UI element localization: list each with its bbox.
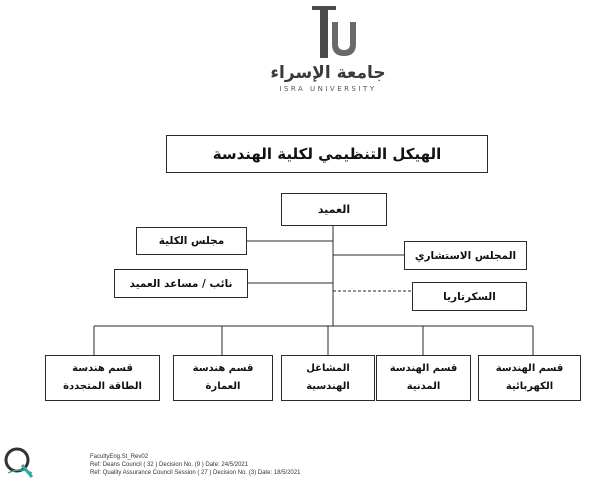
university-name-english: ISRA UNIVERSITY xyxy=(279,85,377,93)
dept-line-1: قسم هندسة xyxy=(192,363,254,374)
dept-line-2: العمارة xyxy=(205,381,241,392)
faculty-council-box: مجلس الكلية xyxy=(136,227,247,255)
university-name-arabic: جامعة الإسراء xyxy=(270,63,386,83)
dean-box: العميد xyxy=(281,193,387,226)
dept-civil-box: قسم الهندسة المدنية xyxy=(376,355,471,401)
dept-line-1: قسم هندسة xyxy=(72,363,133,374)
dept-line-1: المشاغل xyxy=(306,363,350,374)
dept-line-1: قسم الهندسة xyxy=(389,363,458,374)
dept-line-2: الكهربائية xyxy=(505,381,554,392)
dept-line-1: قسم الهندسة xyxy=(495,363,564,374)
university-logo-mark xyxy=(312,6,356,58)
dept-line-2: الطاقة المتجددة xyxy=(63,381,142,392)
footer-ref-code: FacultyEng.St_Rev02 xyxy=(90,454,149,460)
dept-line-2: الهندسية xyxy=(306,381,350,392)
dept-line-2: المدنية xyxy=(406,381,441,392)
dept-architecture-box: قسم هندسة العمارة xyxy=(173,355,273,401)
engineering-workshops-box: المشاغل الهندسية xyxy=(281,355,375,401)
chart-title: الهيكل التنظيمي لكلية الهندسة xyxy=(166,135,488,173)
quality-assurance-logo xyxy=(4,447,34,478)
footer-quality-council-ref: Ref: Quality Assurance Council Session (… xyxy=(90,470,301,476)
secretary-box: السكرتاريا xyxy=(412,282,527,311)
dept-electrical-box: قسم الهندسة الكهربائية xyxy=(478,355,581,401)
advisory-council-box: المجلس الاستشاري xyxy=(404,241,527,270)
dept-renewable-energy-box: قسم هندسة الطاقة المتجددة xyxy=(45,355,160,401)
vice-dean-box: نائب / مساعد العميد xyxy=(114,269,248,298)
footer-deans-council-ref: Ref: Deans Council ( 32 ) Decision No. (… xyxy=(90,462,249,468)
